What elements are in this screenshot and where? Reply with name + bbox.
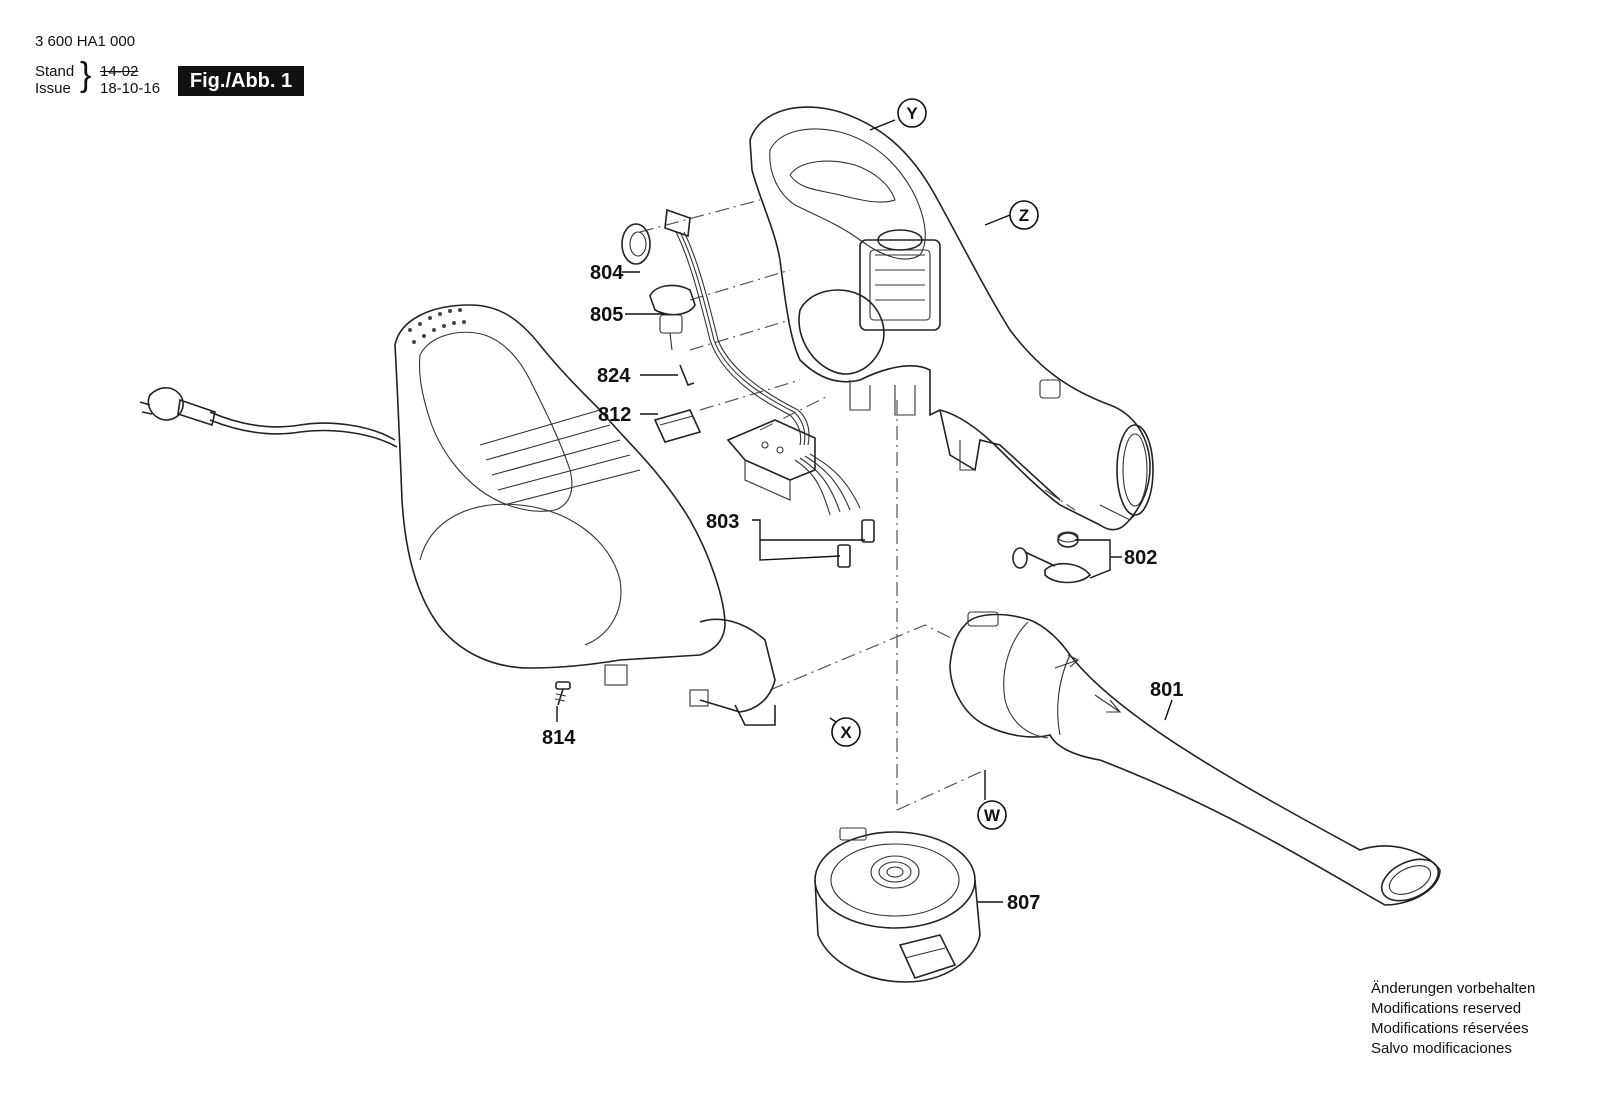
part-814-screw: [554, 681, 571, 706]
label-803: 803: [706, 511, 739, 533]
marker-y-circle: [897, 98, 927, 128]
part-804-dial: [621, 208, 691, 265]
marker-z-circle: [1009, 200, 1039, 230]
label-805: 805: [590, 304, 623, 326]
part-801-tube: [949, 611, 1441, 906]
label-807: 807: [1007, 892, 1040, 914]
part-803-bracket: [726, 419, 875, 568]
part-812-block: [653, 409, 702, 443]
issue-value: 18-10-16: [100, 80, 161, 97]
marker-z: Z: [1019, 206, 1029, 225]
label-804: 804: [590, 262, 624, 284]
note-de: Änderungen vorbehalten: [1371, 980, 1536, 997]
label-812: 812: [598, 404, 631, 426]
figure-badge: Fig./Abb. 1: [178, 66, 304, 96]
marker-y: Y: [906, 104, 918, 123]
cable-bundle: [675, 231, 810, 446]
marker-w-circle: [977, 800, 1007, 830]
note-es: Salvo modificaciones: [1371, 1040, 1512, 1057]
assembly-lines: [639, 199, 1076, 811]
housing-half-top: [749, 106, 1154, 531]
part-number: 3 600 HA1 000: [35, 33, 136, 50]
part-labels: 804 805 824 812 803 802 801 807 814: [542, 262, 1183, 914]
label-801: 801: [1150, 679, 1183, 701]
label-802: 802: [1124, 547, 1157, 569]
note-fr: Modifications réservées: [1371, 1020, 1529, 1037]
stand-value: 14-02: [100, 63, 139, 80]
issue-label: Issue: [35, 80, 71, 97]
part-824-clip: [679, 364, 695, 386]
reference-markers: Y Z X W: [831, 98, 1039, 830]
stand-label: Stand: [35, 63, 75, 80]
leader-lines: [556, 119, 1173, 903]
part-807-cap: [814, 827, 981, 983]
label-814: 814: [542, 727, 576, 749]
marker-x-circle: [831, 717, 861, 747]
brace-glyph: }: [80, 56, 92, 94]
marker-x: X: [840, 723, 852, 742]
part-805-switch: [649, 284, 696, 351]
label-824: 824: [597, 365, 631, 387]
note-en: Modifications reserved: [1371, 1000, 1522, 1017]
marker-w: W: [984, 806, 1001, 825]
housing-half-bottom: [139, 304, 776, 726]
